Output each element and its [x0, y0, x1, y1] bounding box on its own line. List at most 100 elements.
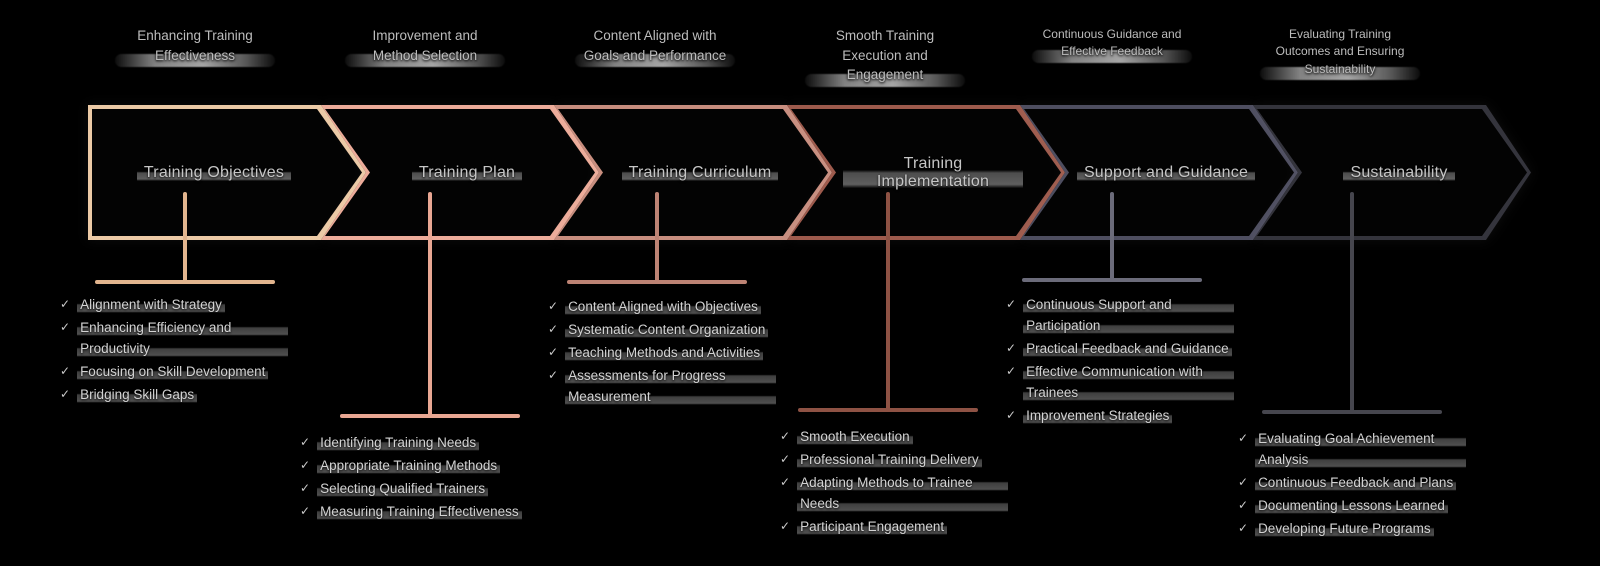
chevron-sustainability: Sustainability [1253, 105, 1531, 240]
connector-line [1110, 192, 1114, 280]
step-header: Continuous Guidance and Effective Feedba… [1042, 27, 1182, 59]
chevron-fill [791, 109, 1061, 236]
check-icon: ✓ [548, 345, 559, 359]
header-highlight-bar [115, 54, 275, 68]
check-icon: ✓ [60, 320, 71, 334]
chevron-training-curriculum: Training Curriculum [554, 105, 832, 240]
bullet-item: ✓Smooth Execution [780, 426, 1008, 447]
chevron-fill [1257, 109, 1527, 236]
bullet-item: ✓Evaluating Goal Achievement Analysis [1238, 428, 1466, 470]
bullet-list: ✓ Continuous Support and Participation ✓ P… [1006, 294, 1234, 428]
bullet-item: ✓Documenting Lessons Learned [1238, 495, 1466, 516]
chevron-training-objectives: Training Objectives [88, 105, 366, 240]
chevron-training-plan: Training Plan [321, 105, 599, 240]
check-icon: ✓ [1006, 341, 1017, 355]
bullet-item: ✓Continuous Feedback and Plans [1238, 472, 1466, 493]
bullet-text: Smooth Execution [797, 426, 913, 447]
step-header-block: Content Aligned with Goals and Performan… [575, 26, 735, 68]
chevron-fill [558, 109, 828, 236]
connector-line [1350, 192, 1354, 412]
bullet-item: ✓ Effective Communication with Trainees [1006, 361, 1234, 403]
bullet-text: Developing Future Programs [1255, 518, 1434, 539]
bullet-list: ✓Evaluating Goal Achievement Analysis ✓C… [1238, 428, 1466, 541]
chevron-training-implementation: Training Implementation [787, 105, 1065, 240]
bullet-item: ✓Improvement Strategies [1006, 405, 1234, 426]
bullet-item: ✓ Content Aligned with Objectives [548, 296, 776, 317]
chevron-label: Support and Guidance [1076, 162, 1256, 183]
bullet-item: ✓Developing Future Programs [1238, 518, 1466, 539]
connector-bar [1022, 278, 1202, 282]
bullet-list: ✓Alignment with Strategy ✓ Enhancing Effi… [60, 294, 288, 407]
connector-bar [95, 280, 275, 284]
chevron-border [554, 105, 832, 240]
bullet-text: Measuring Training Effectiveness [317, 501, 522, 522]
bullet-item: ✓Assessments for Progress Measurement [548, 365, 776, 407]
check-icon: ✓ [1238, 475, 1249, 489]
bullet-item: ✓ Teaching Methods and Activities [548, 342, 776, 363]
bullet-text: Improvement Strategies [1023, 405, 1173, 426]
step-header: Smooth Training Execution and Engagement [835, 28, 935, 83]
bullet-item: ✓Bridging Skill Gaps [60, 384, 288, 405]
bullet-text: Evaluating Goal Achievement Analysis [1255, 428, 1466, 470]
header-highlight-bar [1260, 67, 1420, 81]
header-highlight-bar [1032, 49, 1192, 63]
chevron-label: Sustainability [1343, 162, 1455, 183]
bullet-item: ✓Participant Engagement [780, 516, 1008, 537]
bullet-text: Practical Feedback and Guidance [1023, 338, 1232, 359]
chevron-fill [1024, 109, 1294, 236]
bullet-item: ✓ Measuring Training Effectiveness [300, 501, 528, 522]
check-icon: ✓ [548, 299, 559, 313]
bullet-text: Identifying Training Needs [317, 432, 480, 453]
chevron-label: Training Plan [411, 162, 523, 183]
check-icon: ✓ [548, 322, 559, 336]
bullet-text: Adapting Methods to Trainee Needs [797, 472, 1008, 514]
bullet-text: Content Aligned with Objectives [565, 296, 761, 317]
bullet-text: Appropriate Training Methods [317, 455, 501, 476]
bullet-item: ✓ Identifying Training Needs [300, 432, 528, 453]
check-icon: ✓ [1006, 297, 1017, 311]
check-icon: ✓ [60, 364, 71, 378]
step-header: Improvement and Method Selection [372, 28, 478, 63]
connector-line [428, 192, 432, 416]
step-header: Enhancing Training Effectiveness [137, 28, 253, 63]
bullet-text: Enhancing Efficiency and Productivity [77, 317, 288, 359]
chevron-label: Training Implementation [843, 153, 1023, 192]
bullet-text: Teaching Methods and Activities [565, 342, 764, 363]
connector-line [886, 192, 890, 410]
bullet-text: Effective Communication with Trainees [1023, 361, 1234, 403]
step-header-block: Evaluating Training Outcomes and Ensurin… [1260, 26, 1420, 81]
check-icon: ✓ [300, 504, 311, 518]
check-icon: ✓ [1006, 364, 1017, 378]
chevron-fill [325, 109, 595, 236]
bullet-text: Continuous Support and Participation [1023, 294, 1234, 336]
step-header: Content Aligned with Goals and Performan… [583, 28, 727, 63]
connector-bar [567, 280, 747, 284]
bullet-text: Professional Training Delivery [797, 449, 982, 470]
bullet-text: Assessments for Progress Measurement [565, 365, 776, 407]
chevron-border [1253, 105, 1531, 240]
step-header-block: Enhancing Training Effectiveness [115, 26, 275, 68]
chevron-border [787, 105, 1065, 240]
check-icon: ✓ [60, 297, 71, 311]
bullet-item: ✓Alignment with Strategy [60, 294, 288, 315]
bullet-text: Participant Engagement [797, 516, 948, 537]
header-highlight-bar [805, 73, 965, 87]
bullet-list: ✓Smooth Execution ✓Professional Training… [780, 426, 1008, 539]
connector-line [183, 192, 187, 282]
bullet-item: ✓ Systematic Content Organization [548, 319, 776, 340]
header-highlight-bar [575, 54, 735, 68]
bullet-text: Bridging Skill Gaps [77, 384, 198, 405]
step-header: Evaluating Training Outcomes and Ensurin… [1275, 27, 1405, 76]
chevron-label: Training Objectives [136, 162, 292, 183]
bullet-item: ✓ Continuous Support and Participation [1006, 294, 1234, 336]
check-icon: ✓ [300, 435, 311, 449]
connector-bar [340, 414, 520, 418]
bullet-text: Systematic Content Organization [565, 319, 769, 340]
connector-line [655, 192, 659, 282]
check-icon: ✓ [300, 481, 311, 495]
